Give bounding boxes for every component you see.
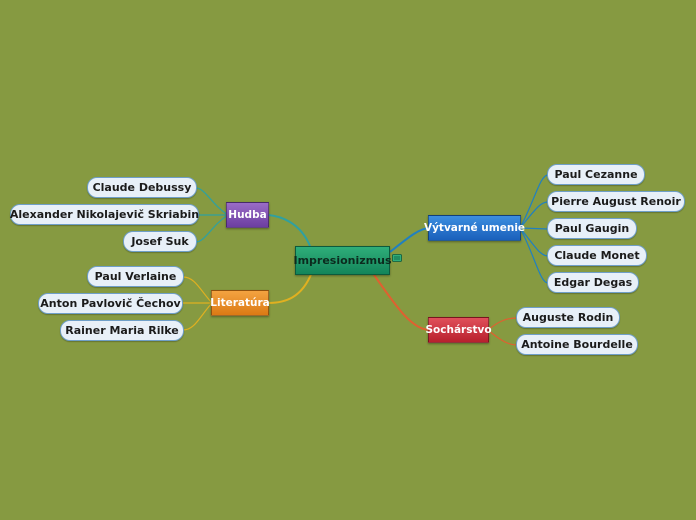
notes-icon[interactable] xyxy=(392,254,402,262)
leaf-auguste-rodin[interactable]: Auguste Rodin xyxy=(516,307,620,328)
link-lit-1 xyxy=(182,276,213,304)
link-vyt-5 xyxy=(519,227,549,284)
leaf-edgar-degas[interactable]: Edgar Degas xyxy=(547,272,639,293)
leaf-claude-monet[interactable]: Claude Monet xyxy=(547,245,647,266)
branch-vytvarne-label: Výtvarné umenie xyxy=(423,222,526,234)
leaf-antoine-bourdelle[interactable]: Antoine Bourdelle xyxy=(516,334,638,355)
link-central-socharstvo xyxy=(371,271,431,331)
central-topic-label: Impresionizmus xyxy=(293,254,392,267)
link-vyt-3 xyxy=(519,227,549,230)
leaf-josef-suk[interactable]: Josef Suk xyxy=(123,231,197,252)
leaf-label: Paul Gaugin xyxy=(554,222,630,235)
link-central-hudba xyxy=(267,214,311,247)
leaf-alexander-skriabin[interactable]: Alexander Nikolajevič Skriabin xyxy=(10,204,199,225)
link-lit-3 xyxy=(182,302,213,331)
leaf-label: Paul Cezanne xyxy=(554,168,638,181)
leaf-claude-debussy[interactable]: Claude Debussy xyxy=(87,177,197,198)
leaf-pierre-renoir[interactable]: Pierre August Renoir xyxy=(547,191,685,212)
link-hudba-1 xyxy=(195,187,229,216)
link-vyt-4 xyxy=(519,227,549,257)
link-vyt-2 xyxy=(519,201,549,229)
link-soch-1 xyxy=(487,317,518,331)
leaf-label: Claude Debussy xyxy=(92,181,192,194)
branch-literatura-label: Literatúra xyxy=(210,297,270,309)
leaf-paul-gaugin[interactable]: Paul Gaugin xyxy=(547,218,637,239)
branch-socharstvo[interactable]: Sochárstvo xyxy=(425,317,492,343)
link-central-literatura xyxy=(267,271,313,304)
leaf-anton-cechov[interactable]: Anton Pavlovič Čechov xyxy=(38,293,183,314)
leaf-label: Pierre August Renoir xyxy=(551,195,681,208)
leaf-label: Auguste Rodin xyxy=(522,311,614,324)
branch-literatura[interactable]: Literatúra xyxy=(210,290,270,316)
central-topic[interactable]: Impresionizmus xyxy=(293,246,392,275)
link-hudba-3 xyxy=(195,214,229,243)
link-vyt-1 xyxy=(519,174,549,229)
branch-hudba[interactable]: Hudba xyxy=(226,202,269,228)
branch-hudba-label: Hudba xyxy=(228,209,267,221)
link-soch-2 xyxy=(487,329,518,346)
leaf-label: Antoine Bourdelle xyxy=(521,338,633,351)
leaf-paul-cezanne[interactable]: Paul Cezanne xyxy=(547,164,645,185)
leaf-label: Josef Suk xyxy=(131,235,189,248)
leaf-label: Paul Verlaine xyxy=(94,270,177,283)
leaf-paul-verlaine[interactable]: Paul Verlaine xyxy=(87,266,184,287)
branch-vytvarne-umenie[interactable]: Výtvarné umenie xyxy=(424,215,525,241)
leaf-label: Anton Pavlovič Čechov xyxy=(40,297,181,310)
leaf-rainer-rilke[interactable]: Rainer Maria Rilke xyxy=(60,320,184,341)
link-central-vytvarne xyxy=(389,227,431,253)
leaf-label: Alexander Nikolajevič Skriabin xyxy=(9,208,200,221)
leaf-label: Claude Monet xyxy=(554,249,640,262)
leaf-label: Edgar Degas xyxy=(553,276,633,289)
branch-socharstvo-label: Sochárstvo xyxy=(425,324,492,336)
leaf-label: Rainer Maria Rilke xyxy=(65,324,179,337)
